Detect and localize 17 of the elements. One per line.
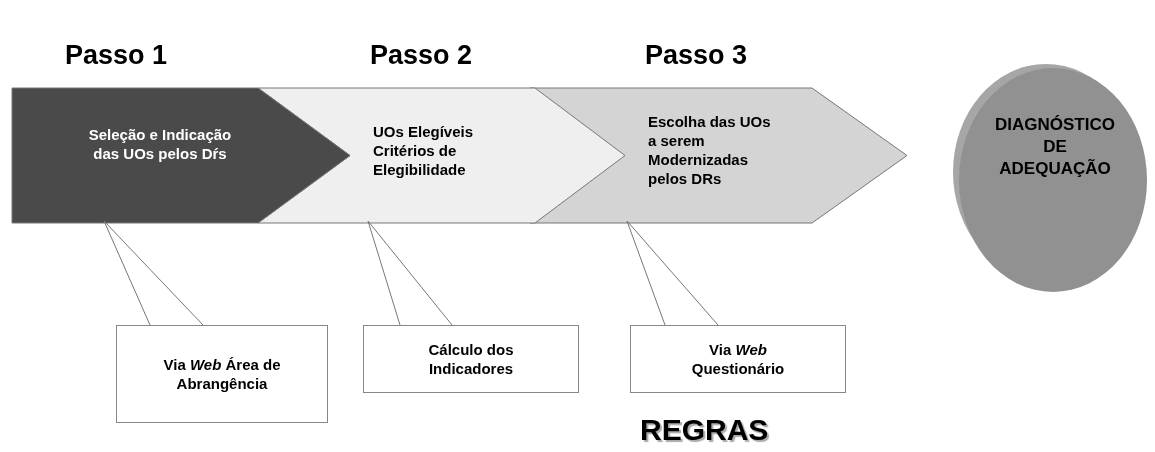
section-label: REGRAS bbox=[640, 413, 769, 447]
step-heading: Passo 1 bbox=[65, 40, 168, 71]
callout-text: Cálculo dos Indicadores bbox=[427, 340, 515, 378]
callout-pointer bbox=[367, 220, 453, 326]
callout-text: Via Web Área de Abrangência bbox=[162, 355, 282, 393]
callout-box bbox=[116, 325, 328, 423]
step-heading: Passo 2 bbox=[370, 40, 473, 71]
callout-box bbox=[630, 325, 846, 393]
step-text: UOs Elegíveis Critérios de Elegibilidade bbox=[373, 122, 475, 179]
callout-text: Via Web Questionário bbox=[690, 340, 786, 378]
callout-pointer bbox=[626, 220, 719, 326]
circle-text: DIAGNÓSTICO DE ADEQUAÇÃO bbox=[995, 114, 1115, 180]
callout-box bbox=[363, 325, 579, 393]
step-heading: Passo 3 bbox=[645, 40, 748, 71]
callout-pointer bbox=[103, 220, 204, 326]
step-text: Seleção e Indicação das UOs pelos Dŕs bbox=[87, 125, 233, 163]
step-text: Escolha das UOs a serem Modernizadas pelos DRs bbox=[648, 112, 772, 188]
